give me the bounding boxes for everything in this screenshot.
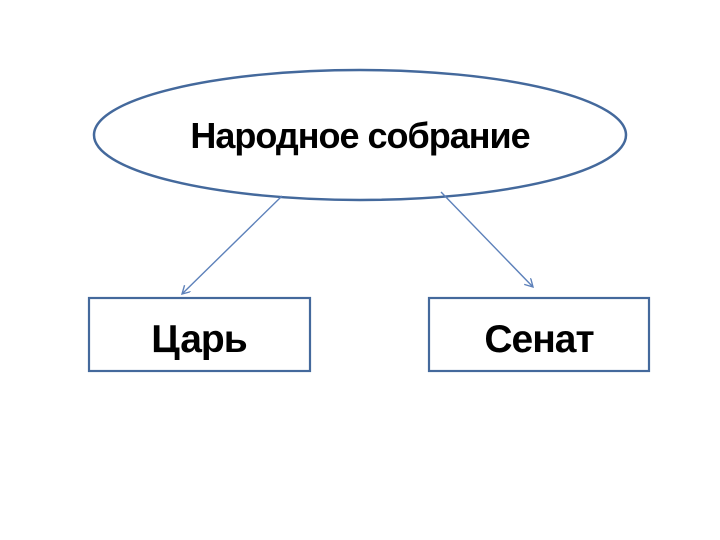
senate-node-box <box>427 296 651 373</box>
connector-arrow-left <box>182 195 283 294</box>
root-node-ellipse <box>92 68 628 202</box>
senate-node-label: Сенат <box>484 318 594 361</box>
tsar-node-label: Царь <box>151 318 246 361</box>
connector-arrow-right <box>440 191 533 287</box>
root-node-label: Народное собрание <box>190 115 529 156</box>
tsar-node-box <box>87 296 312 373</box>
